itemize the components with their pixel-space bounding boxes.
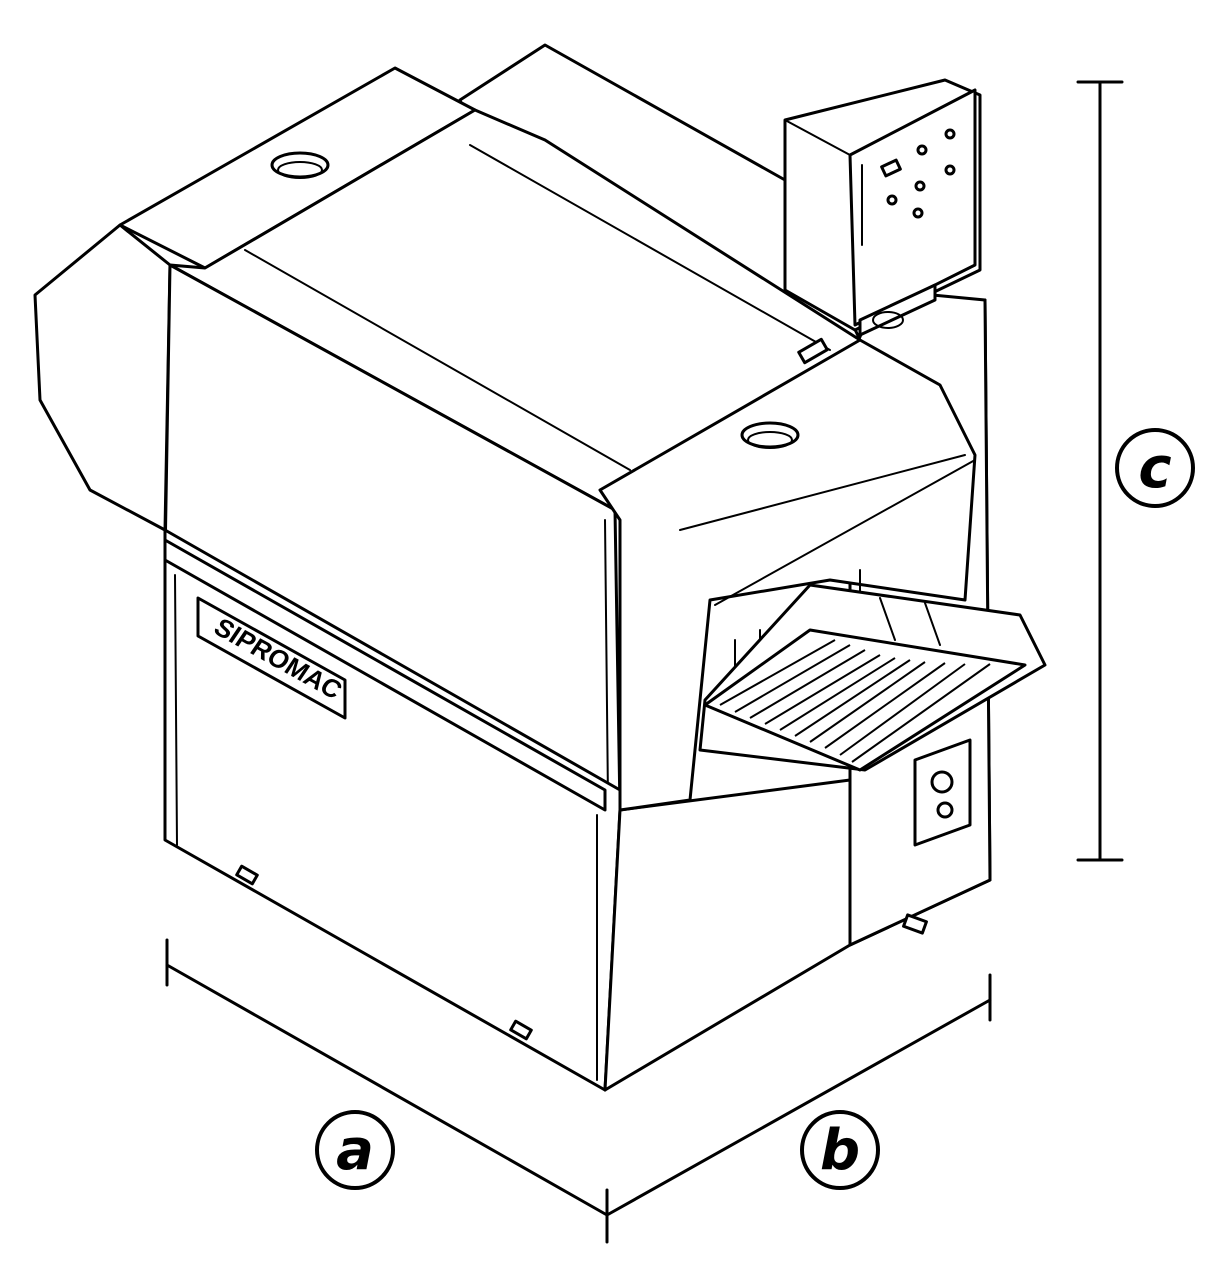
switch-knob-icon bbox=[936, 801, 954, 819]
right-hood bbox=[598, 338, 977, 812]
control-box bbox=[783, 78, 982, 337]
dimension-label-c: c bbox=[1138, 436, 1171, 501]
dimension-a: a bbox=[165, 938, 609, 1244]
dial-knob-icon bbox=[930, 770, 954, 794]
dimension-label-b: b bbox=[820, 1118, 860, 1183]
dimension-c: c bbox=[1076, 80, 1195, 862]
conveyor bbox=[698, 583, 1047, 772]
side-control-panel bbox=[902, 738, 972, 935]
dimension-label-a: a bbox=[336, 1118, 374, 1183]
dimension-b: b bbox=[605, 973, 992, 1217]
